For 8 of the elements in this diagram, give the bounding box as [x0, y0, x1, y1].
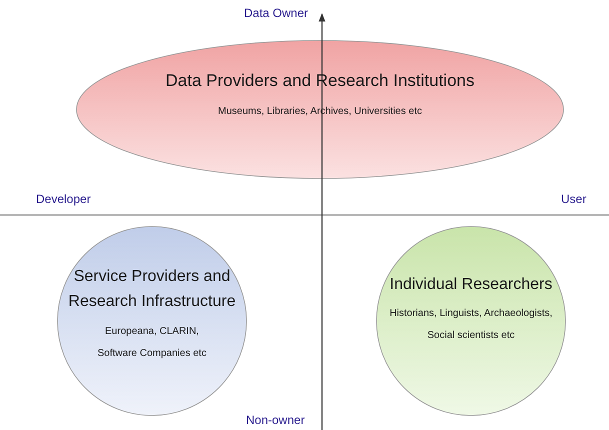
node-title: Service Providers and Research Infrastructure	[67, 267, 237, 312]
axis-label: User	[561, 192, 586, 206]
axis-label: Non-owner	[246, 413, 305, 427]
node-title: Individual Researchers	[388, 274, 554, 295]
axis-label: Developer	[36, 192, 91, 206]
axis-label: Data Owner	[244, 6, 308, 20]
node-description: Europeana, CLARIN, Software Companies etc	[96, 324, 208, 361]
node-description: Historians, Linguists, Archaeologists, Social scientists etc	[388, 307, 554, 344]
